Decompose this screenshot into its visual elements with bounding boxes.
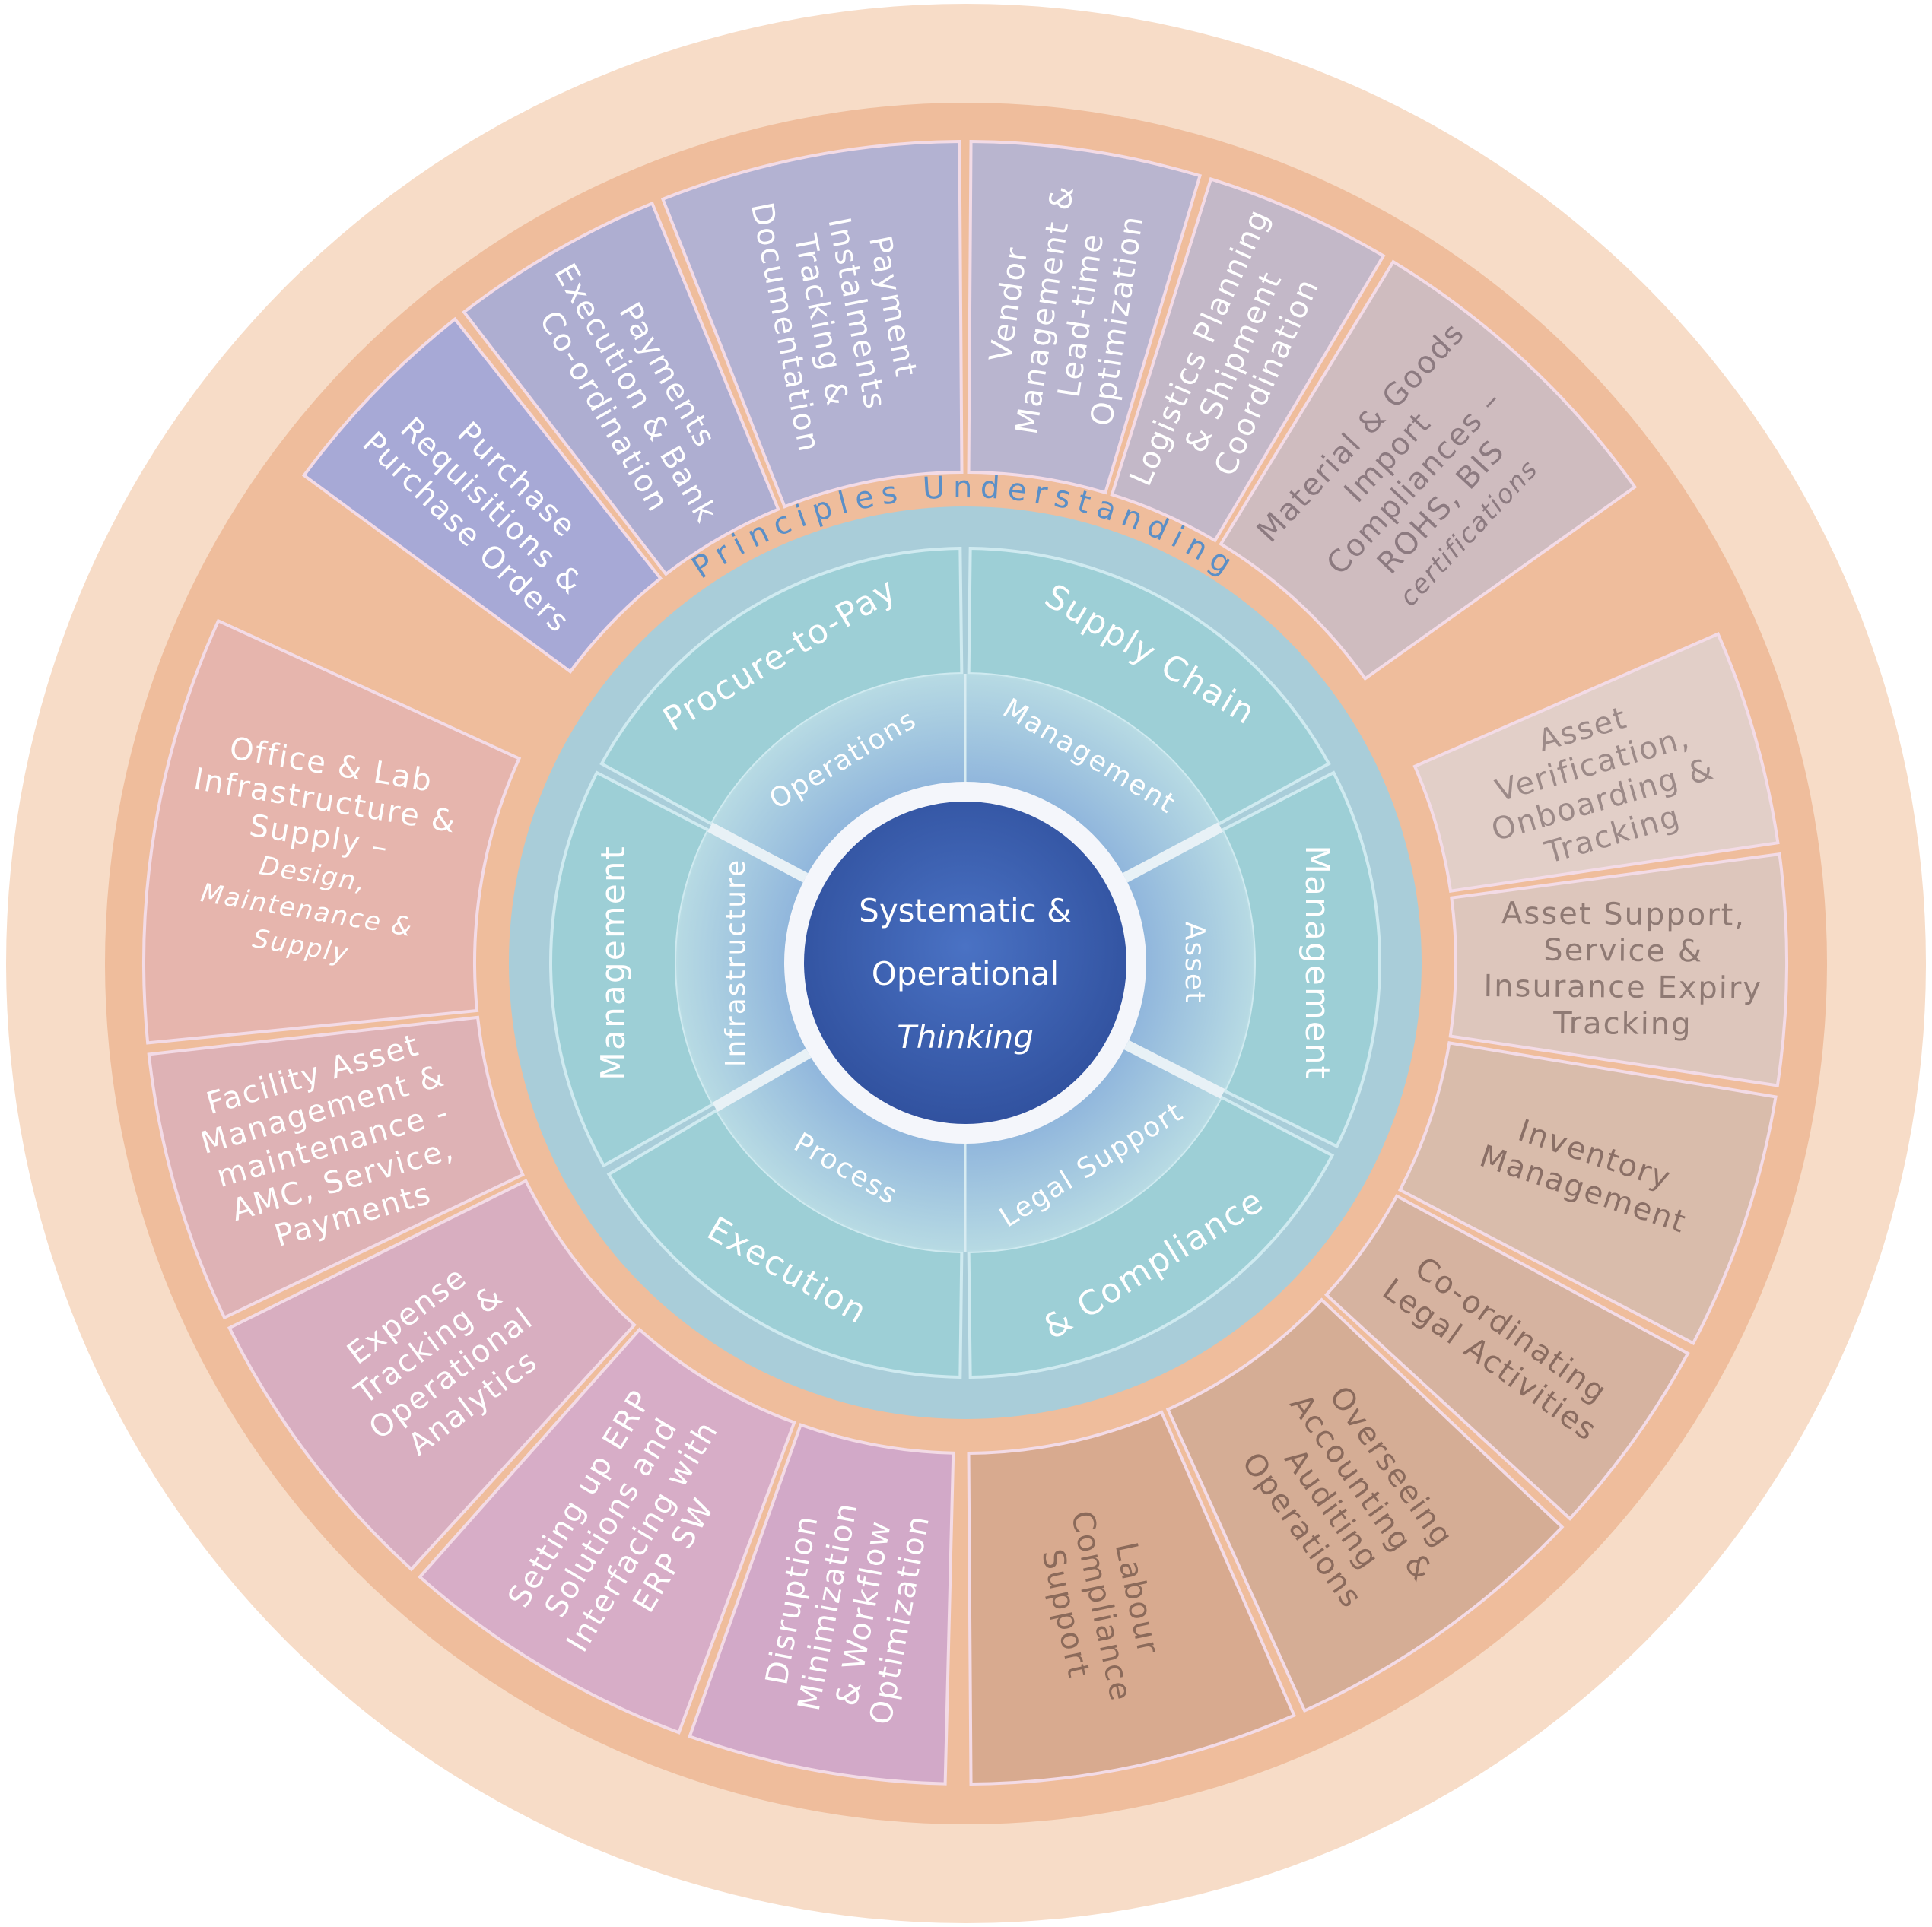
mid-divider-2: [1123, 1040, 1225, 1099]
outer-segment-payments-execution: [462, 201, 780, 576]
mid-divider-3: [712, 1048, 812, 1113]
outer-segment-asset-verification: [1412, 631, 1780, 894]
inner-sector-infra-inner-label: Infrastructure: [720, 859, 752, 1067]
inner-sector-asset-inner-label: Asset: [1179, 922, 1210, 1004]
outer-segment-label-asset-support: Asset Support,Service &Insurance ExpiryT…: [1483, 896, 1762, 1043]
center-line-3: Thinking: [897, 1018, 1034, 1056]
outer-segment-legal-activities: [1323, 1194, 1690, 1521]
outer-segment-inventory: [1397, 1041, 1778, 1346]
outer-segment-text-asset-support-2: Insurance Expiry: [1483, 969, 1762, 1006]
outer-segment-text-asset-support-1: Service &: [1543, 933, 1703, 970]
outer-segment-logistics-planning: [1110, 176, 1386, 543]
outer-segment-vendor-management: [967, 140, 1203, 495]
mid-divider-0: [707, 822, 809, 883]
inner-sector-asset-outer-label: Management: [1298, 845, 1336, 1081]
outer-segment-disruption: [688, 1423, 955, 1786]
mid-divider-1: [1122, 822, 1223, 883]
inner-sectors: [549, 547, 1381, 1379]
outer-segment-asset-support: [1448, 852, 1788, 1087]
outer-segment-purchase-requisitions: [301, 316, 663, 675]
outer-segment-office-lab: [142, 618, 522, 1045]
outer-segment-labour: [967, 1410, 1297, 1786]
center-disc: [804, 802, 1126, 1124]
center-line-1: Systematic &: [859, 892, 1072, 929]
outer-segment-material-goods: [1219, 259, 1638, 681]
inner-sector-infra-outer-label: Management: [594, 845, 633, 1081]
mid-dividers: [707, 674, 1225, 1252]
outer-segment-text-asset-support-0: Asset Support,: [1501, 896, 1746, 933]
outer-segment-erp: [418, 1327, 796, 1735]
outer-segment-payment-instalments: [660, 140, 964, 509]
outer-segment-accounting: [1165, 1297, 1565, 1713]
outer-segment-text-asset-support-3: Tracking: [1552, 1006, 1692, 1043]
outer-segment-facility-asset: [147, 1015, 525, 1320]
outer-segment-expense: [227, 1179, 637, 1572]
center-line-2: Operational: [872, 955, 1059, 992]
